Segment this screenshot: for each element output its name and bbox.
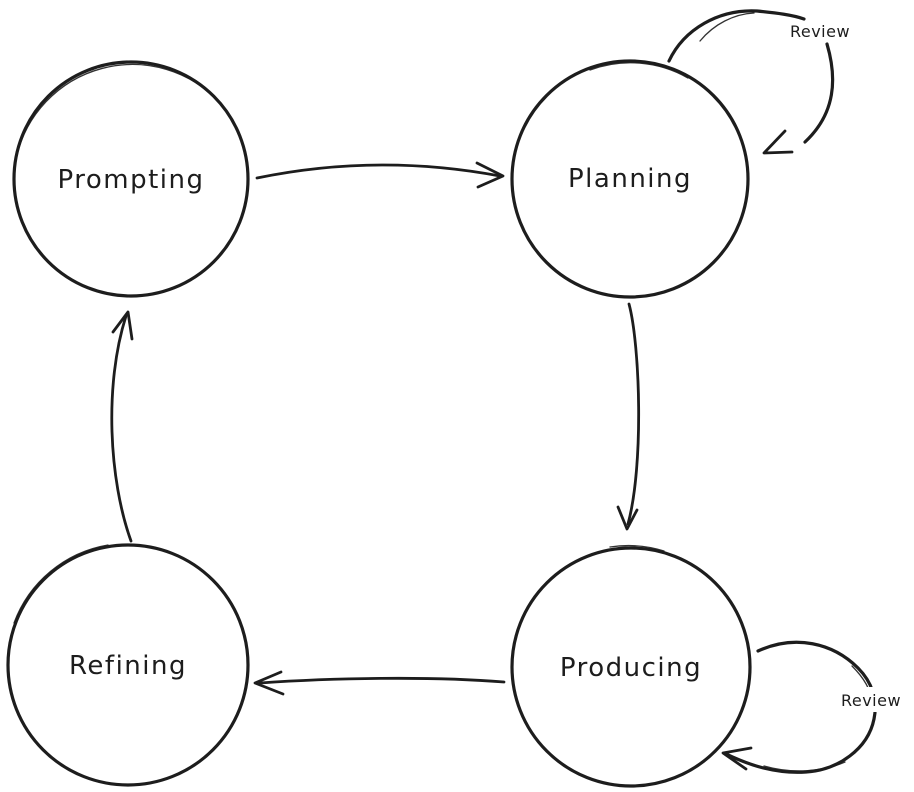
node-producing-sketch-overlap [609,544,665,552]
node-refining-label: Refining [69,651,187,681]
edge-producing-review-label-background [836,687,908,712]
edge-refining-to-prompting-shaft [110,314,133,543]
edge-planning-self-loop-arrowhead-icon [762,129,794,155]
node-producing: Producing [510,544,752,788]
node-planning-circle [510,59,750,299]
edge-planning-self-loop-echo [699,12,755,42]
edge-planning-self-loop-out [667,9,806,63]
edge-producing-to-refining [253,670,506,696]
edge-producing-to-refining-arrowhead-icon [253,670,285,696]
edge-planning-to-producing-arrowhead-icon [616,505,639,531]
node-planning-sketch-overlap [589,62,689,79]
edge-planning-to-producing-shaft [626,302,641,526]
node-refining-sketch-overlap [13,544,109,624]
node-prompting-sketch-overlap [15,63,222,160]
edge-prompting-to-planning-shaft [255,163,502,180]
edge-refining-to-prompting [110,310,134,543]
node-prompting-label: Prompting [58,165,205,195]
node-prompting-circle [12,60,250,298]
edge-producing-to-refining-echo [319,677,441,681]
node-producing-label: Producing [560,653,702,683]
node-refining: Refining [6,543,250,787]
edge-producing-self-loop-shaft [724,640,877,774]
edge-producing-self-loop-echo-bottom [763,761,846,772]
edge-producing-self-loop-review: Review [721,640,908,774]
node-refining-circle [6,543,250,787]
edge-refining-to-prompting-arrowhead-icon [111,310,134,341]
edge-producing-self-loop-arrowhead-icon [721,746,753,771]
node-planning-label: Planning [568,164,692,194]
edge-planning-self-loop-review: Review [667,9,850,155]
edge-prompting-to-planning [255,161,505,189]
edge-planning-self-loop-in [803,42,835,144]
edge-planning-review-label: Review [790,22,850,41]
edge-producing-review-label: Review [841,691,901,710]
node-planning: Planning [510,59,750,299]
edge-planning-to-producing [616,302,641,531]
edge-producing-to-refining-shaft [258,676,506,685]
edge-prompting-to-planning-arrowhead-icon [475,161,505,189]
edge-prompting-to-planning-echo [449,168,499,177]
node-producing-circle [510,546,752,788]
node-prompting: Prompting [12,60,250,298]
